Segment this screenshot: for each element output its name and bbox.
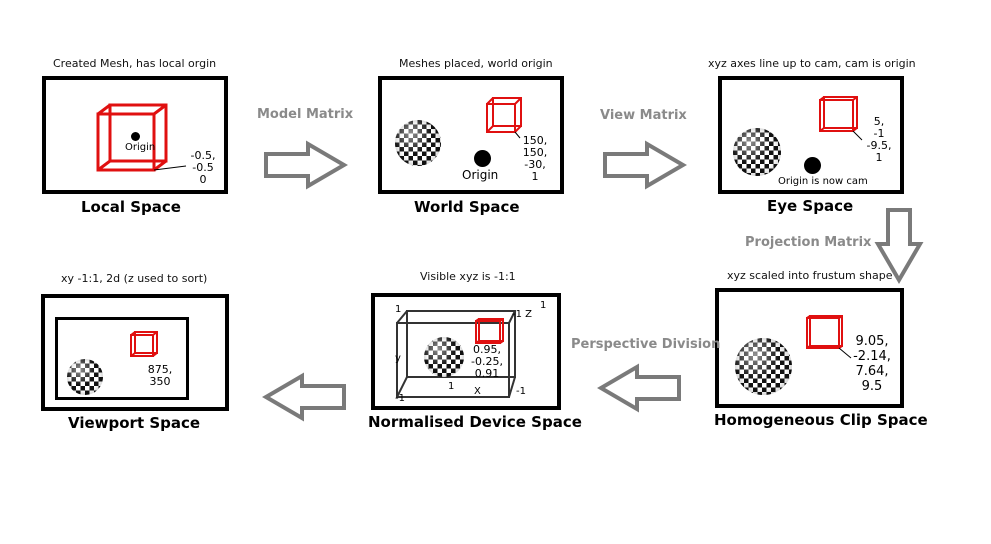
viewport-space-panel: 875, 350 xyxy=(41,294,229,411)
ndc-caption: Visible xyz is -1:1 xyxy=(420,270,516,283)
camera-origin-dot xyxy=(804,157,821,174)
checkered-sphere xyxy=(395,120,441,166)
origin-label: Origin is now cam xyxy=(778,176,868,187)
wireframe-cube-icon xyxy=(806,315,852,359)
checkered-sphere xyxy=(67,359,103,395)
coordinate-readout: 150, 150, -30, 1 xyxy=(522,134,548,183)
origin-dot xyxy=(131,132,140,141)
coordinate-readout: 0.95, -0.25, 0.91 xyxy=(471,343,503,380)
origin-label: Origin xyxy=(125,142,156,153)
left-arrow-icon xyxy=(597,363,681,413)
coordinate-readout: 9.05, -2.14, 7.64, 9.5 xyxy=(853,334,891,394)
coordinate-readout: -0.5, -0.5 0 xyxy=(190,149,216,186)
checkered-sphere xyxy=(733,128,781,176)
unit-cube-wireframe xyxy=(396,310,516,398)
view-matrix-label: View Matrix xyxy=(600,108,687,123)
projection-matrix-label: Projection Matrix xyxy=(745,235,872,250)
eye-space-panel: Origin is now cam 5, -1 -9.5, 1 xyxy=(718,76,904,194)
local-space-caption: Created Mesh, has local orgin xyxy=(53,57,217,70)
wireframe-cube-icon xyxy=(486,97,522,139)
eye-space-caption: xyz axes line up to cam, cam is origin xyxy=(708,57,916,70)
clip-space-title: Homogeneous Clip Space xyxy=(714,411,928,429)
wireframe-cube-icon xyxy=(130,331,158,357)
world-space-title: World Space xyxy=(414,198,520,216)
axis-label-top-left: 1 xyxy=(395,304,402,315)
viewport-space-title: Viewport Space xyxy=(68,414,201,432)
x-axis-one-label: 1 xyxy=(448,381,455,392)
down-arrow-icon xyxy=(874,208,924,284)
clip-space-panel: 9.05, -2.14, 7.64, 9.5 xyxy=(715,288,904,408)
ndc-panel: 1 1 -1 Z y -1 1 X -1 0.95, -0.25, 0.91 xyxy=(371,293,561,410)
right-arrow-icon xyxy=(264,140,348,190)
checkered-sphere xyxy=(735,338,792,395)
right-arrow-icon xyxy=(603,140,687,190)
viewport-inner-frame: 875, 350 xyxy=(55,317,189,400)
checkered-sphere xyxy=(424,337,464,377)
x-axis-label: X xyxy=(474,386,481,397)
axis-label-bottom-left: -1 xyxy=(395,393,405,404)
perspective-division-label: Perspective Division xyxy=(571,337,721,352)
local-space-title: Local Space xyxy=(81,198,181,216)
ndc-title: Normalised Device Space xyxy=(368,413,582,431)
coordinate-readout: 875, 350 xyxy=(147,363,173,388)
axis-label-bottom-right: -1 xyxy=(516,386,526,397)
z-axis-label: -1 Z xyxy=(512,309,532,320)
axis-label-top-right: 1 xyxy=(540,300,547,311)
y-axis-label: y xyxy=(395,353,401,364)
world-space-caption: Meshes placed, world origin xyxy=(399,57,553,70)
origin-dot xyxy=(474,150,491,167)
left-arrow-icon xyxy=(262,372,346,422)
model-matrix-label: Model Matrix xyxy=(257,107,354,122)
eye-space-title: Eye Space xyxy=(767,197,854,215)
coordinate-readout: 5, -1 -9.5, 1 xyxy=(866,115,892,164)
origin-label: Origin xyxy=(462,168,499,182)
wireframe-cube-icon xyxy=(819,96,863,141)
world-space-panel: Origin 150, 150, -30, 1 xyxy=(378,76,564,194)
clip-space-caption: xyz scaled into frustum shape xyxy=(727,269,893,282)
wireframe-cube-icon xyxy=(96,103,187,172)
viewport-space-caption: xy -1:1, 2d (z used to sort) xyxy=(61,272,208,285)
local-space-panel: Origin -0.5, -0.5 0 xyxy=(42,76,228,194)
